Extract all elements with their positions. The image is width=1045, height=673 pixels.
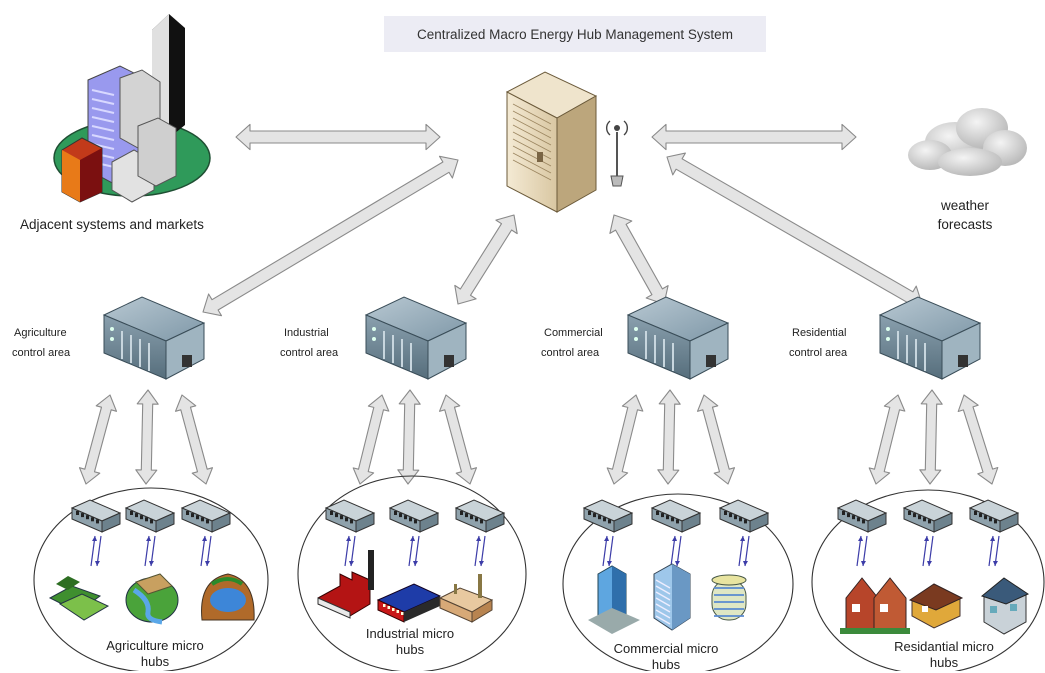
residential-link-arrow-2: [919, 389, 943, 485]
residential-switch-icon-3: [968, 499, 1020, 533]
commercial-control-server-icon: [626, 296, 730, 380]
weather-forecasts-label: weather forecasts: [925, 196, 1005, 234]
industrial-hub-boundary: [297, 475, 527, 671]
residential-data-link-icon-1: [856, 535, 868, 567]
hub-label-line-2: hubs: [395, 642, 425, 657]
townhouses-icon: [840, 577, 910, 634]
round-office-icon: [711, 574, 747, 621]
commercial-data-link-icon-3: [738, 535, 750, 567]
glass-tower-icon: [588, 565, 640, 634]
agriculture-switch-icon-3: [180, 499, 232, 533]
agriculture-control-server-icon: [102, 296, 206, 380]
industrial-switch-icon-3: [454, 499, 506, 533]
agriculture-switch-icon-2: [124, 499, 176, 533]
hub-label-line-1: Commercial micro: [613, 641, 719, 656]
agriculture-link-arrow-1: [78, 394, 118, 485]
agriculture-data-link-icon-2: [144, 535, 156, 567]
industrial-data-link-icon-3: [474, 535, 486, 567]
commercial-control-label: Commercial control area: [541, 323, 603, 363]
agriculture-switch-icon-1: [70, 499, 122, 533]
arrow-adjacent-to-central: [235, 123, 441, 151]
arrow-central-to-commercial: [609, 214, 669, 305]
agriculture-control-label: Agriculture control area: [12, 323, 70, 363]
power-plant-icon: [376, 583, 442, 623]
factory-icon: [317, 550, 374, 619]
family-house-icon: [980, 577, 1030, 635]
industrial-data-link-icon-1: [344, 535, 356, 567]
control-label-line-1: Agriculture: [14, 327, 67, 339]
control-label-line-1: Residential: [792, 327, 847, 339]
commercial-switch-icon-2: [650, 499, 702, 533]
house-icon: [908, 583, 964, 629]
agriculture-data-link-icon-1: [90, 535, 102, 567]
agriculture-hubs-label: Agriculture micro hubs: [85, 638, 225, 670]
residential-data-link-icon-3: [988, 535, 1000, 567]
residential-link-arrow-1: [868, 394, 906, 485]
hub-label-line-1: Agriculture micro: [106, 638, 204, 653]
adjacent-city-icon: [53, 14, 211, 203]
adjacent-systems-label: Adjacent systems and markets: [20, 217, 204, 232]
control-label-line-1: Commercial: [544, 327, 603, 339]
industrial-link-arrow-2: [397, 389, 421, 485]
hub-label-line-1: Residantial micro: [894, 639, 994, 654]
hub-label-line-2: hubs: [651, 657, 681, 672]
agriculture-hub-boundary: [33, 487, 269, 671]
commercial-switch-icon-3: [718, 499, 770, 533]
arrow-central-to-industrial: [454, 214, 518, 305]
farm-field-icon: [48, 576, 110, 621]
system-title: Centralized Macro Energy Hub Management …: [384, 16, 766, 52]
commercial-hub-boundary: [562, 493, 794, 671]
residential-hub-boundary: [811, 489, 1045, 671]
residential-switch-icon-2: [902, 499, 954, 533]
residential-control-label: Residential control area: [789, 323, 847, 363]
residential-control-server-icon: [878, 296, 982, 380]
industrial-data-link-icon-2: [408, 535, 420, 567]
commercial-hubs-label: Commercial micro hubs: [596, 641, 736, 673]
industrial-link-arrow-3: [438, 394, 478, 485]
control-label-line-1: Industrial: [284, 327, 329, 339]
hub-label-line-1: Industrial micro: [365, 626, 455, 641]
agriculture-data-link-icon-3: [200, 535, 212, 567]
river-valley-icon: [125, 573, 179, 625]
water-reservoir-icon: [201, 573, 255, 621]
weather-cloud-icon: [908, 108, 1027, 176]
weather-label-line-1: weather: [940, 198, 990, 213]
industrial-hubs-label: Industrial micro hubs: [340, 626, 480, 658]
industrial-switch-icon-1: [324, 499, 376, 533]
industrial-control-server-icon: [364, 296, 468, 380]
industrial-link-arrow-1: [352, 394, 390, 485]
residential-hubs-label: Residantial micro hubs: [874, 639, 1014, 671]
arrow-central-to-weather: [651, 123, 857, 151]
control-label-line-2: control area: [12, 347, 71, 359]
commercial-link-arrow-2: [657, 389, 681, 485]
commercial-switch-icon-1: [582, 499, 634, 533]
commercial-data-link-icon-2: [670, 535, 682, 567]
hub-label-line-2: hubs: [140, 654, 170, 669]
weather-label-line-2: forecasts: [937, 217, 993, 232]
industrial-control-label: Industrial control area: [280, 323, 338, 363]
agriculture-link-arrow-3: [174, 394, 214, 485]
industrial-building-icon: [438, 574, 494, 623]
arrow-central-to-agriculture: [202, 155, 459, 317]
commercial-link-arrow-1: [606, 394, 644, 485]
control-label-line-2: control area: [541, 347, 600, 359]
commercial-data-link-icon-1: [602, 535, 614, 567]
arrow-central-to-residential: [666, 152, 923, 309]
residential-switch-icon-1: [836, 499, 888, 533]
office-building-icon: [653, 563, 691, 631]
residential-data-link-icon-2: [922, 535, 934, 567]
residential-link-arrow-3: [957, 394, 999, 485]
agriculture-link-arrow-2: [135, 389, 159, 485]
industrial-switch-icon-2: [388, 499, 440, 533]
commercial-link-arrow-3: [696, 394, 736, 485]
control-label-line-2: control area: [280, 347, 339, 359]
hub-label-line-2: hubs: [929, 655, 959, 670]
control-label-line-2: control area: [789, 347, 848, 359]
central-server-icon: [505, 71, 628, 213]
